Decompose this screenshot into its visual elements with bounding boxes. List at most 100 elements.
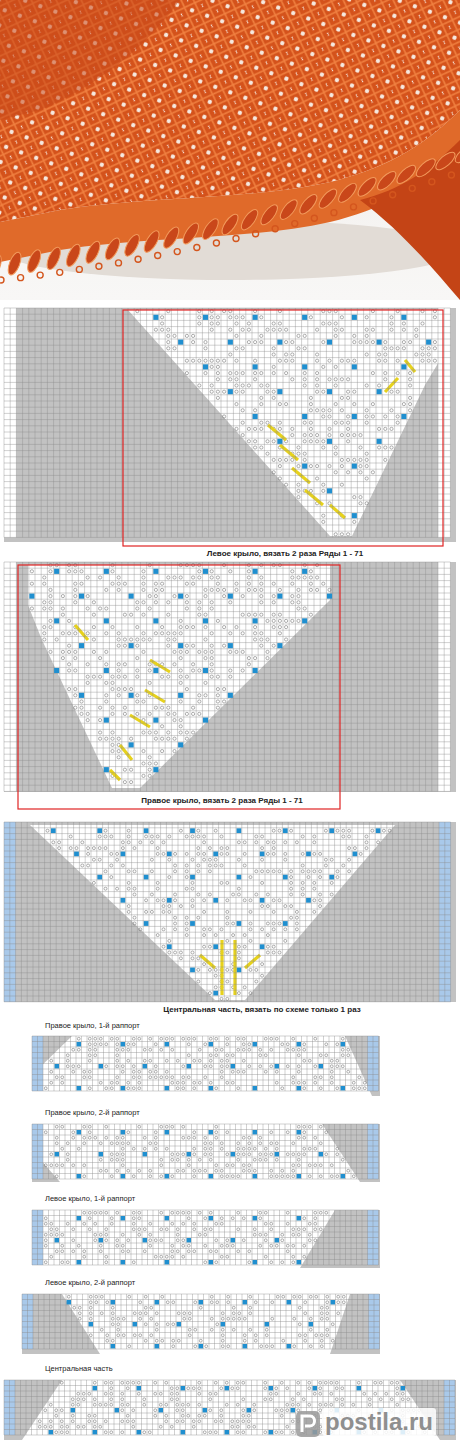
blue-stitch-symbol	[275, 1064, 280, 1069]
yarn-over-symbol	[117, 576, 120, 579]
yarn-over-symbol	[359, 852, 362, 855]
yarn-over-symbol	[232, 893, 235, 896]
yarn-over-symbol	[313, 887, 316, 890]
yarn-over-symbol	[346, 415, 349, 418]
yarn-over-symbol	[402, 328, 405, 331]
yarn-over-symbol	[336, 1153, 339, 1156]
yarn-over-symbol	[231, 1070, 234, 1073]
yarn-over-symbol	[264, 1037, 267, 1040]
yarn-over-symbol	[121, 1153, 124, 1156]
grid-line	[351, 562, 352, 791]
yarn-over-symbol	[193, 1153, 196, 1156]
yarn-over-symbol	[150, 870, 153, 873]
yarn-over-symbol	[127, 1043, 130, 1046]
yarn-over-symbol	[204, 371, 207, 374]
yarn-over-symbol	[243, 841, 246, 844]
yarn-over-symbol	[229, 669, 232, 672]
yarn-over-symbol	[272, 390, 275, 393]
grid-line	[149, 822, 150, 1002]
grid-line	[4, 456, 450, 457]
yarn-over-symbol	[237, 945, 240, 948]
grid-line	[4, 357, 450, 358]
yarn-over-symbol	[291, 359, 294, 362]
grid-line	[137, 822, 138, 1002]
grid-line	[431, 562, 432, 791]
yarn-over-symbol	[237, 887, 240, 890]
yarn-over-symbol	[297, 347, 300, 350]
grid-line	[131, 822, 132, 1002]
yarn-over-symbol	[74, 669, 77, 672]
grid-line	[128, 562, 129, 791]
grid-line	[4, 914, 451, 915]
yarn-over-symbol	[313, 835, 316, 838]
grid-line	[265, 822, 266, 1002]
yarn-over-symbol	[315, 464, 318, 467]
yarn-over-symbol	[116, 1037, 119, 1040]
grid-line	[32, 1069, 379, 1070]
yarn-over-symbol	[340, 328, 343, 331]
yarn-over-symbol	[167, 731, 170, 734]
yarn-over-symbol	[127, 1059, 130, 1062]
yarn-over-symbol	[123, 706, 126, 709]
yarn-over-symbol	[242, 1048, 245, 1051]
yarn-over-symbol	[229, 570, 232, 573]
yarn-over-symbol	[105, 737, 108, 740]
yarn-over-symbol	[365, 841, 368, 844]
yarn-over-symbol	[237, 992, 240, 995]
yarn-over-symbol	[322, 446, 325, 449]
yarn-over-symbol	[241, 632, 244, 635]
yarn-over-symbol	[229, 601, 232, 604]
yarn-over-symbol	[208, 992, 211, 995]
yarn-over-symbol	[191, 858, 194, 861]
yarn-over-symbol	[253, 427, 256, 430]
yarn-over-symbol	[92, 625, 95, 628]
yarn-over-symbol	[237, 893, 240, 896]
yarn-over-symbol	[396, 347, 399, 350]
yarn-over-symbol	[226, 968, 229, 971]
yarn-over-symbol	[179, 905, 182, 908]
grid-line	[177, 308, 178, 537]
yarn-over-symbol	[247, 328, 250, 331]
row-number-column	[439, 822, 451, 1002]
yarn-over-symbol	[297, 483, 300, 486]
yarn-over-symbol	[66, 1059, 69, 1062]
yarn-over-symbol	[167, 576, 170, 579]
yarn-over-symbol	[86, 675, 89, 678]
yarn-over-symbol	[322, 365, 325, 368]
grid-line	[252, 562, 253, 791]
yarn-over-symbol	[46, 829, 49, 832]
yarn-over-symbol	[259, 1142, 262, 1145]
yarn-over-symbol	[204, 638, 207, 641]
yarn-over-symbol	[185, 731, 188, 734]
yarn-over-symbol	[198, 359, 201, 362]
blue-stitch-symbol	[231, 1064, 236, 1069]
yarn-over-symbol	[352, 1081, 355, 1084]
yarn-over-symbol	[203, 852, 206, 855]
lace-picot	[370, 198, 376, 204]
yarn-over-symbol	[309, 433, 312, 436]
yarn-over-symbol	[301, 864, 304, 867]
yarn-over-symbol	[88, 1037, 91, 1040]
yarn-over-symbol	[427, 353, 430, 356]
yarn-over-symbol	[301, 870, 304, 873]
yarn-over-symbol	[330, 1070, 333, 1073]
yarn-over-symbol	[43, 607, 46, 610]
lace-leaf	[122, 232, 142, 258]
yarn-over-symbol	[260, 384, 263, 387]
yarn-over-symbol	[336, 1087, 339, 1090]
yarn-over-symbol	[117, 749, 120, 752]
yarn-over-symbol	[187, 1158, 190, 1161]
yarn-over-symbol	[241, 328, 244, 331]
yarn-over-symbol	[44, 1131, 47, 1134]
yarn-over-symbol	[208, 864, 211, 867]
yellow-stitch-symbol	[245, 955, 260, 968]
grid-line	[363, 562, 364, 791]
yarn-over-symbol	[249, 899, 252, 902]
yarn-over-symbol	[242, 1059, 245, 1062]
yarn-over-symbol	[167, 632, 170, 635]
blue-stitch-symbol	[253, 668, 258, 673]
yarn-over-symbol	[111, 582, 114, 585]
yarn-over-symbol	[165, 1059, 168, 1062]
yarn-over-symbol	[341, 1048, 344, 1051]
yarn-over-symbol	[216, 675, 219, 678]
